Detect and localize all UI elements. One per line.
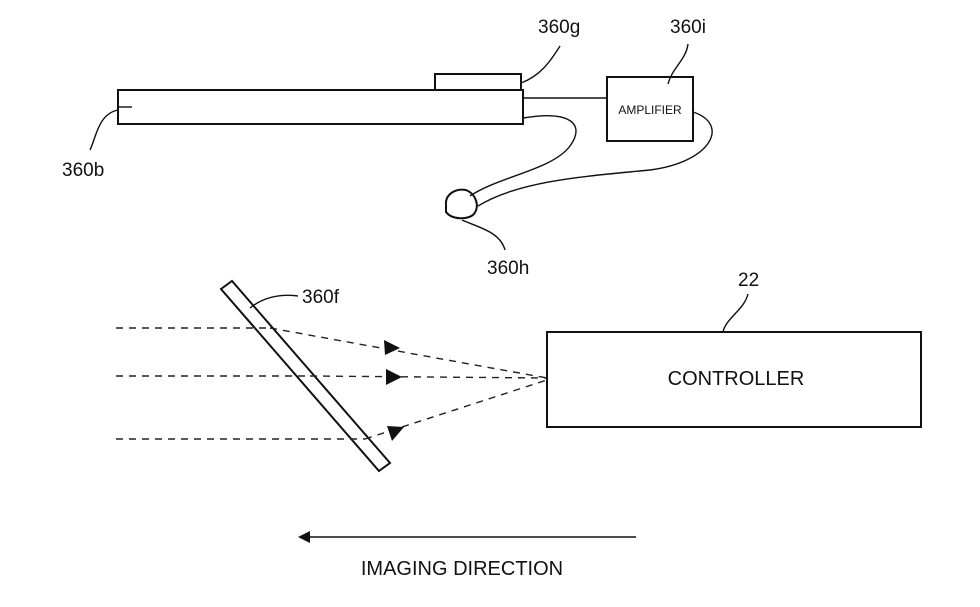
amplifier-box-360i (606, 76, 694, 142)
cable-bar-sensor (469, 115, 577, 197)
label-360i: 360i (670, 17, 706, 38)
ray-arrow-top (384, 340, 400, 355)
ray-out-top (269, 327, 548, 379)
label-360f: 360f (302, 287, 340, 308)
controller-label: CONTROLLER (668, 368, 805, 390)
label-22: 22 (738, 270, 759, 291)
cable-amplifier-sensor (477, 111, 713, 207)
label-360h: 360h (487, 258, 529, 279)
sensor-360h (444, 188, 478, 220)
ray-arrow-bottom (387, 426, 404, 441)
mirror-360f (219, 279, 392, 473)
bar-360b (117, 89, 524, 125)
label-360b: 360b (62, 160, 104, 181)
leader-360h (461, 219, 506, 251)
leader-360f (249, 294, 299, 309)
ray-arrow-middle (386, 369, 402, 385)
block-360g (434, 73, 522, 91)
imaging-direction-label: IMAGING DIRECTION (361, 558, 563, 580)
leader-360i (667, 43, 689, 85)
amplifier-label: AMPLIFIER (618, 103, 682, 117)
ray-out-middle (309, 375, 548, 379)
leader-22 (722, 293, 749, 333)
leader-360g (520, 45, 561, 84)
label-360g: 360g (538, 17, 580, 38)
leader-360b (89, 109, 119, 151)
controller-box-22 (546, 331, 922, 428)
